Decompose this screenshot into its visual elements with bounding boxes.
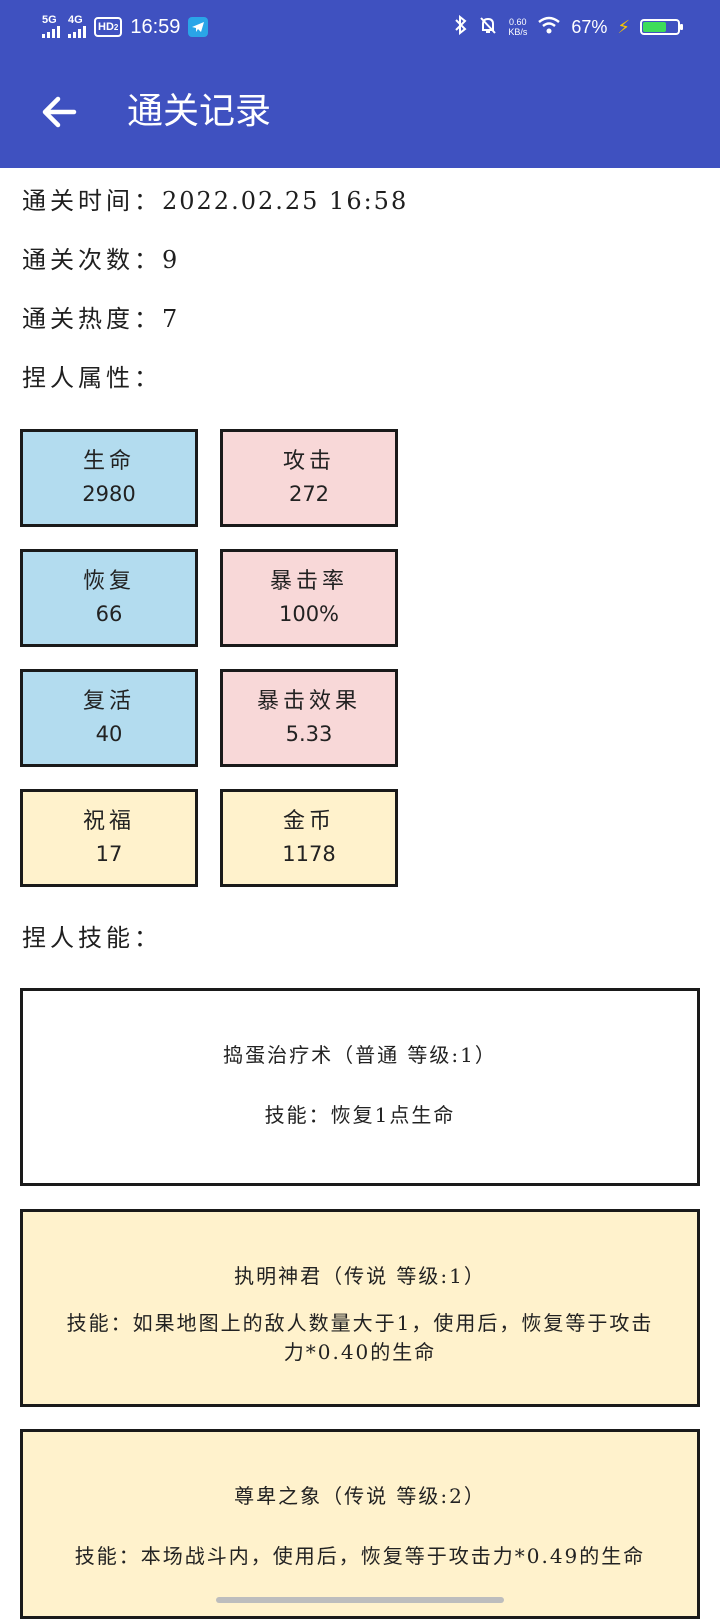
skill-name: 捣蛋治疗术（普通 等级:1）: [223, 1043, 497, 1067]
battery-fill: [643, 22, 666, 32]
clear-heat-row: 通关热度：7: [22, 301, 179, 337]
page-title: 通关记录: [127, 91, 272, 132]
clear-time-row: 通关时间：2022.02.25 16:58: [22, 183, 408, 219]
signal-4g-icon: 4G: [68, 14, 86, 38]
clear-time-value: 2022.02.25 16:58: [162, 187, 409, 215]
net-speed-unit: KB/s: [508, 27, 528, 37]
telegram-notification-icon: [188, 17, 209, 37]
attr-value: 17: [95, 842, 123, 866]
skill-card: 执明神君（传说 等级:1） 技能：如果地图上的敌人数量大于1，使用后，恢复等于攻…: [20, 1209, 700, 1407]
wifi-icon: [537, 15, 561, 40]
clear-count-row: 通关次数：9: [22, 242, 179, 278]
attr-value: 66: [95, 602, 123, 626]
clear-time-label: 通关时间：: [22, 187, 162, 215]
skill-desc: 技能：本场战斗内，使用后，恢复等于攻击力*0.49的生命: [74, 1544, 646, 1568]
attr-name: 暴击率: [269, 569, 348, 594]
net-speed-value: 0.60: [509, 17, 527, 27]
attr-blessing: 祝福 17: [20, 789, 198, 887]
attr-value: 2980: [82, 482, 136, 506]
clear-heat-value: 7: [162, 305, 180, 333]
skills-label: 捏人技能：: [22, 924, 162, 952]
attr-value: 5.33: [285, 722, 333, 746]
clear-count-value: 9: [162, 246, 180, 274]
bluetooth-icon: [454, 14, 468, 40]
hd-label: HD: [98, 21, 114, 33]
attr-value: 272: [288, 482, 330, 506]
attr-hp: 生命 2980: [20, 429, 198, 527]
signal-4g-label: 4G: [68, 14, 83, 26]
network-speed: 0.60 KB/s: [508, 17, 527, 37]
skill-name: 尊卑之象（传说 等级:2）: [234, 1484, 486, 1508]
attr-crit-rate: 暴击率 100%: [220, 549, 398, 647]
attr-name: 攻击: [282, 449, 335, 474]
bell-muted-icon: [478, 15, 498, 40]
skill-desc: 技能：恢复1点生命: [264, 1103, 456, 1127]
skill-card: 尊卑之象（传说 等级:2） 技能：本场战斗内，使用后，恢复等于攻击力*0.49的…: [20, 1429, 700, 1619]
attributes-heading: 捏人属性：: [22, 360, 162, 396]
app-bar: 通关记录: [0, 54, 720, 168]
signal-5g-icon: 5G: [42, 14, 60, 38]
attr-name: 复活: [82, 689, 135, 714]
attr-name: 恢复: [82, 569, 135, 594]
back-arrow-icon[interactable]: [40, 92, 80, 132]
status-time: 16:59: [130, 15, 181, 38]
skill-name: 执明神君（传说 等级:1）: [234, 1264, 486, 1288]
attr-revive: 复活 40: [20, 669, 198, 767]
attr-recovery: 恢复 66: [20, 549, 198, 647]
skill-card: 捣蛋治疗术（普通 等级:1） 技能：恢复1点生命: [20, 988, 700, 1186]
attr-value: 100%: [278, 602, 340, 626]
attr-value: 1178: [282, 842, 336, 866]
attr-gold: 金币 1178: [220, 789, 398, 887]
clear-count-label: 通关次数：: [22, 246, 162, 274]
skills-heading: 捏人技能：: [22, 920, 162, 956]
attributes-label: 捏人属性：: [22, 364, 162, 392]
attr-name: 暴击效果: [256, 689, 361, 714]
battery-percent: 67%: [571, 16, 608, 37]
attr-name: 祝福: [82, 809, 135, 834]
battery-icon: [640, 19, 683, 35]
home-indicator[interactable]: [216, 1597, 504, 1603]
hd-sub: 2: [113, 22, 119, 32]
attr-crit-effect: 暴击效果 5.33: [220, 669, 398, 767]
attr-name: 生命: [82, 449, 135, 474]
attr-value: 40: [95, 722, 123, 746]
attr-name: 金币: [282, 809, 335, 834]
skill-desc: 技能：如果地图上的敌人数量大于1，使用后，恢复等于攻击力*0.40的生命: [66, 1311, 654, 1364]
charging-bolt-icon: ⚡: [617, 16, 630, 37]
attr-attack: 攻击 272: [220, 429, 398, 527]
clear-heat-label: 通关热度：: [22, 305, 162, 333]
signal-5g-label: 5G: [42, 14, 57, 26]
